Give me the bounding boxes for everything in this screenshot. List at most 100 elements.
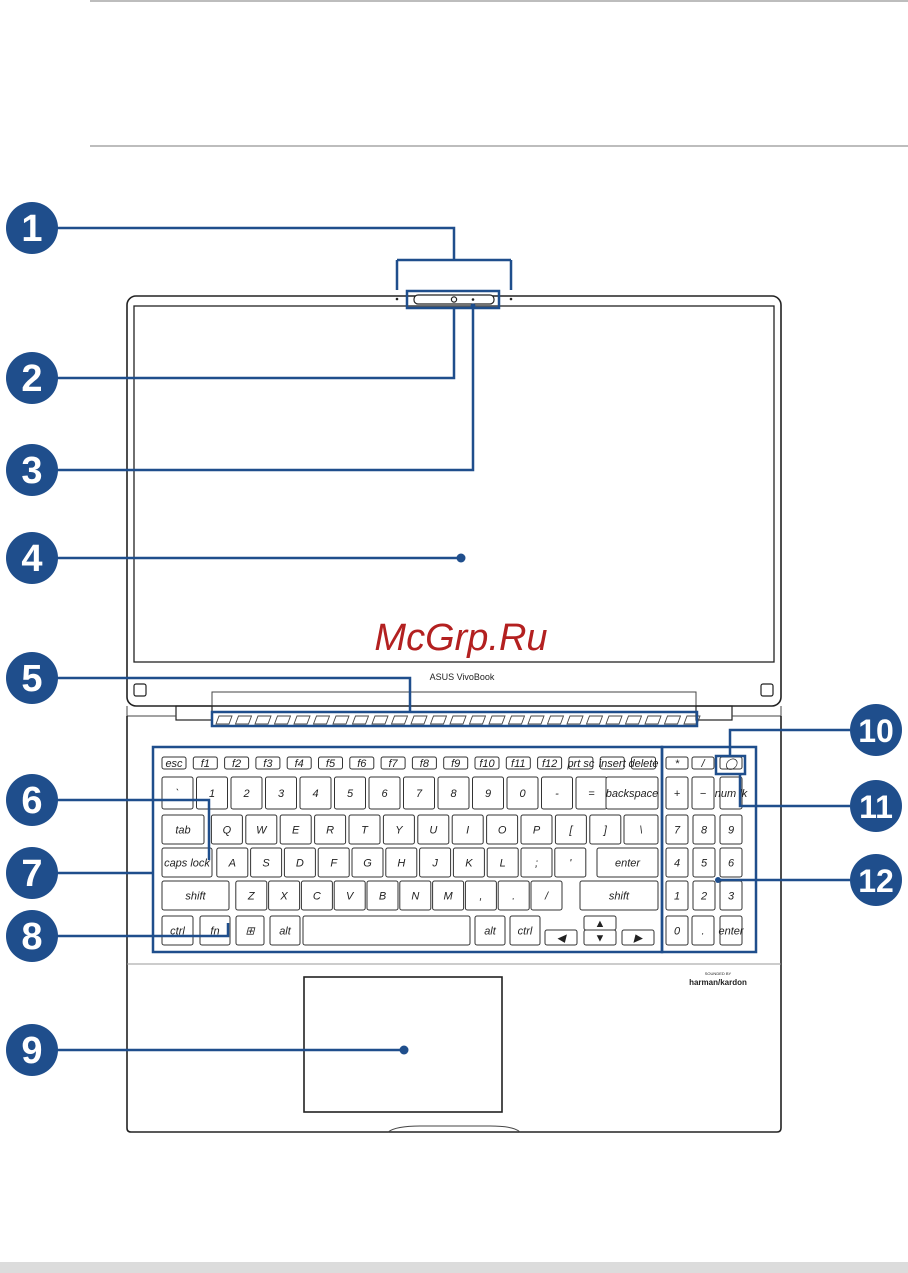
key-num-0: `	[161, 776, 194, 810]
svg-text:S: S	[262, 858, 270, 870]
numpad-key-3: 3	[719, 880, 743, 911]
svg-text:⊞: ⊞	[245, 926, 255, 938]
svg-text:−: −	[700, 788, 707, 800]
key-num-10: 0	[506, 776, 539, 810]
key-bottom-10: /	[530, 880, 563, 911]
key-0: esc	[161, 756, 187, 770]
svg-text:/: /	[544, 891, 549, 903]
svg-text:insert: insert	[599, 758, 627, 770]
key-bottom-9: .	[497, 880, 530, 911]
callout-7: 7	[6, 847, 58, 899]
svg-text:▼: ▼	[595, 933, 606, 945]
key-num-5: 5	[334, 776, 366, 810]
svg-text:0: 0	[519, 788, 526, 800]
display-lid: ASUS VivoBook	[126, 294, 782, 707]
key-top-8: I	[451, 814, 484, 845]
key-ctrl-right: ctrl	[509, 915, 541, 946]
svg-text:11: 11	[859, 789, 893, 825]
key-top-6: Y	[382, 814, 415, 845]
svg-text:J: J	[431, 858, 438, 870]
key-num-12: =	[575, 776, 608, 810]
key-7: f7	[380, 756, 406, 770]
svg-text:P: P	[533, 825, 541, 837]
svg-text:ctrl: ctrl	[518, 926, 533, 938]
svg-text:◀: ◀	[557, 933, 568, 945]
vent-slot	[312, 715, 331, 725]
key-home-5: G	[351, 847, 384, 878]
microphone-right-icon	[509, 297, 513, 301]
numpad-key-7: 7	[665, 814, 689, 845]
vent-slot	[644, 715, 662, 725]
svg-text:fn: fn	[210, 926, 219, 938]
svg-text:12: 12	[858, 863, 894, 899]
key-tab: tab	[161, 814, 205, 845]
svg-text:6: 6	[728, 858, 735, 870]
svg-text:enter: enter	[615, 858, 641, 870]
svg-text:f12: f12	[542, 758, 557, 770]
vent-slot	[293, 715, 311, 725]
svg-text:X: X	[279, 891, 288, 903]
key-home-2: S	[250, 847, 283, 878]
svg-text:7: 7	[21, 853, 42, 895]
svg-text:R: R	[326, 825, 334, 837]
svg-text:-: -	[555, 788, 559, 800]
key-alt-left: alt	[269, 915, 301, 946]
svg-text:C: C	[313, 891, 321, 903]
key-11: f11	[505, 756, 531, 770]
svg-text:9: 9	[21, 1030, 42, 1072]
key-top-5: T	[348, 814, 381, 845]
key-home-10: ;	[520, 847, 553, 878]
svg-text:2: 2	[242, 788, 249, 800]
brand-label: ASUS VivoBook	[430, 672, 495, 682]
svg-text:▲: ▲	[595, 918, 606, 930]
key-num-9: 9	[472, 776, 504, 810]
svg-text:N: N	[411, 891, 419, 903]
svg-text:W: W	[256, 825, 268, 837]
svg-text:f1: f1	[201, 758, 210, 770]
callout-2: 2	[6, 352, 58, 404]
svg-text:f7: f7	[389, 758, 399, 770]
key-5: f5	[318, 756, 343, 770]
callout-8: 8	[6, 910, 58, 962]
footer-bar	[0, 1262, 908, 1273]
svg-text:▶: ▶	[633, 933, 644, 945]
callout-4: 4	[6, 532, 58, 584]
laptop-base	[126, 716, 782, 1133]
svg-text:U: U	[429, 825, 437, 837]
key-down: ▼	[583, 929, 617, 946]
svg-text:3: 3	[728, 891, 735, 903]
numpad-dot: .	[691, 915, 715, 946]
svg-text:1: 1	[674, 891, 680, 903]
svg-text:.: .	[512, 891, 515, 903]
svg-text:B: B	[379, 891, 386, 903]
key-home-6: H	[385, 847, 418, 878]
svg-text:tab: tab	[175, 825, 190, 837]
key-6: f6	[349, 756, 375, 770]
svg-text:0: 0	[674, 926, 681, 938]
svg-text:F: F	[330, 858, 338, 870]
svg-text:Y: Y	[395, 825, 403, 837]
vent-slot	[429, 715, 448, 725]
key-num-8: 8	[437, 776, 470, 810]
svg-text:4: 4	[312, 788, 318, 800]
key-home-8: K	[452, 847, 485, 878]
camera-icon	[450, 296, 458, 303]
numpad-enter: enter	[718, 915, 745, 946]
callout-10: 10	[850, 704, 902, 756]
key-bottom-7: M	[432, 880, 465, 911]
svg-text:=: =	[588, 788, 595, 800]
svg-text:7: 7	[674, 825, 681, 837]
key-2: f2	[224, 756, 250, 770]
key-home-9: L	[486, 847, 519, 878]
vent-slot	[507, 715, 526, 725]
key-top-12: ]	[589, 814, 622, 845]
key-top-2: W	[245, 814, 278, 845]
svg-text:1: 1	[209, 788, 215, 800]
svg-text:O: O	[498, 825, 507, 837]
key-9: f9	[443, 756, 469, 770]
key-num-3: 3	[265, 776, 297, 810]
svg-text:9: 9	[485, 788, 491, 800]
svg-text:2: 2	[700, 891, 707, 903]
svg-text:8: 8	[21, 916, 42, 958]
